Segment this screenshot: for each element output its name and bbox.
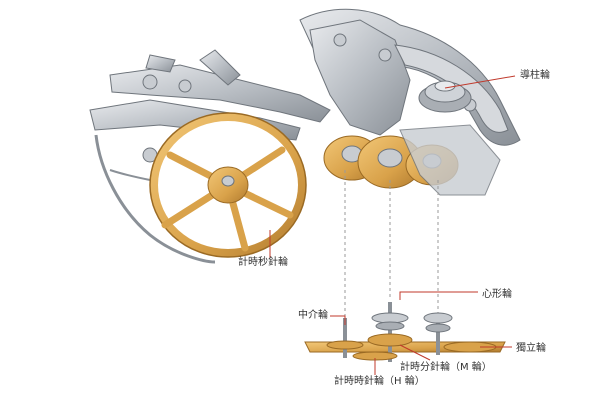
- minute-wheel-arbor: [388, 302, 392, 362]
- leader-lines: [269, 75, 516, 375]
- right-steel-plate: [399, 124, 501, 196]
- intermediate-wheel-arbor: [343, 318, 347, 358]
- lower-assembly: [304, 302, 506, 362]
- label-chrono-seconds-wheel: 計時秒針輪: [238, 257, 288, 268]
- column-wheel: [418, 80, 472, 113]
- label-intermediate-wheel: 中介輪: [298, 310, 328, 321]
- projection-lines: [344, 170, 439, 340]
- long-spring-arm: [94, 134, 216, 264]
- label-heart-cam-wheel: 心形輪: [482, 289, 512, 300]
- right-curved-lever: [394, 44, 509, 133]
- small-blade-1: [145, 54, 176, 73]
- label-independent-wheel: 獨立輪: [516, 343, 546, 354]
- screw-4: [333, 33, 347, 47]
- hook-spring: [109, 169, 151, 181]
- minute-gear-top: [357, 135, 423, 189]
- small-blade-2: [199, 49, 241, 86]
- heart-wheel-arbor: [436, 315, 440, 355]
- label-chrono-hour-wheel: 計時時針輪（H 輪）: [334, 376, 425, 387]
- chrono-seconds-wheel: [149, 112, 307, 258]
- screw-1: [142, 74, 158, 90]
- steel-levers-group: [89, 8, 521, 264]
- label-chrono-minute-wheel: 計時分針輪（M 輪）: [400, 362, 492, 373]
- label-column-wheel: 導柱輪: [520, 70, 550, 81]
- screw-2: [178, 79, 192, 93]
- screw-5: [378, 48, 392, 62]
